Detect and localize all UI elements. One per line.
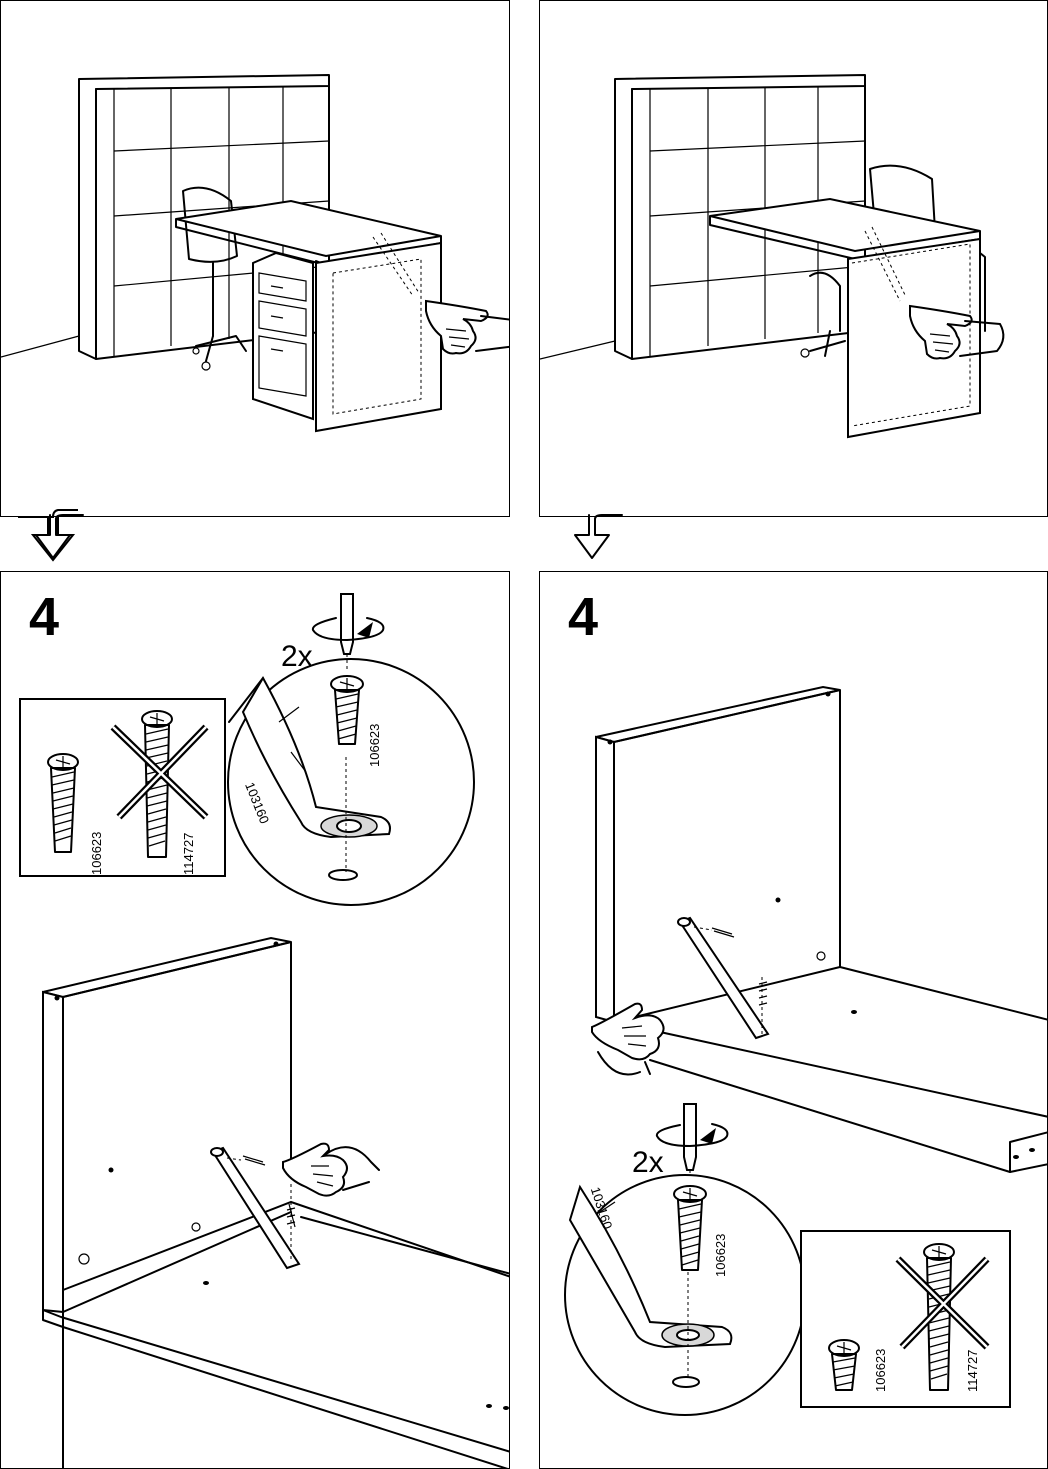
rotate-arrow-icon (655, 1123, 729, 1147)
cross-out-icon (895, 1256, 990, 1350)
step-4-right-illustration (564, 685, 1047, 1416)
pointing-hand-icon (591, 1002, 665, 1076)
screw-comparison-box (800, 1230, 1011, 1408)
magnified-screw-part-number: 106623 (367, 723, 382, 767)
wrong-screw-part-number: 114727 (181, 832, 196, 875)
cabinet-panel-illustration (595, 685, 1047, 1173)
screwdriver-icon (683, 1103, 697, 1184)
pointing-hand-icon (425, 299, 509, 355)
panel-desk-drawer-unit (0, 0, 510, 517)
step-number: 4 (29, 587, 60, 647)
desk-drawer-unit-illustration (1, 74, 509, 433)
wrong-screw-part-number: 114727 (965, 1349, 980, 1392)
screw-icon (330, 675, 364, 745)
desk-illustration (175, 199, 442, 433)
chair-illustration (800, 164, 936, 358)
screw-icon (673, 1185, 707, 1271)
desk-illustration (709, 197, 986, 439)
desk-leg-panel-illustration (540, 74, 1005, 439)
screw-part-number: 106623 (89, 831, 104, 875)
screw-icon (141, 710, 173, 858)
panel-step-4-right: 4 2x (539, 571, 1048, 1469)
drawer-unit-illustration (252, 251, 314, 421)
detail-magnifier (227, 658, 475, 906)
screw-part-number: 106623 (873, 1348, 888, 1392)
chair-illustration (182, 186, 247, 371)
quantity-label: 2x (632, 1146, 664, 1179)
panel-step-4-left: 4 2x (0, 571, 510, 1469)
step-4-left-illustration (19, 593, 509, 1468)
down-arrow-icon (557, 505, 627, 565)
screw-comparison-box (19, 698, 226, 877)
rotate-arrow-icon (311, 617, 385, 641)
pointing-hand-icon (909, 304, 1005, 360)
cross-out-icon (110, 724, 209, 820)
step-number: 4 (568, 587, 599, 647)
panel-desk-leg-panel (539, 0, 1048, 517)
pointing-hand-icon (282, 1142, 380, 1197)
screw-icon (47, 753, 79, 853)
down-arrow-icon (18, 505, 88, 565)
screw-icon (828, 1339, 860, 1391)
cabinet-panel-illustration (42, 936, 509, 1468)
magnified-screw-part-number: 106623 (713, 1233, 728, 1277)
detail-magnifier (564, 1174, 806, 1416)
